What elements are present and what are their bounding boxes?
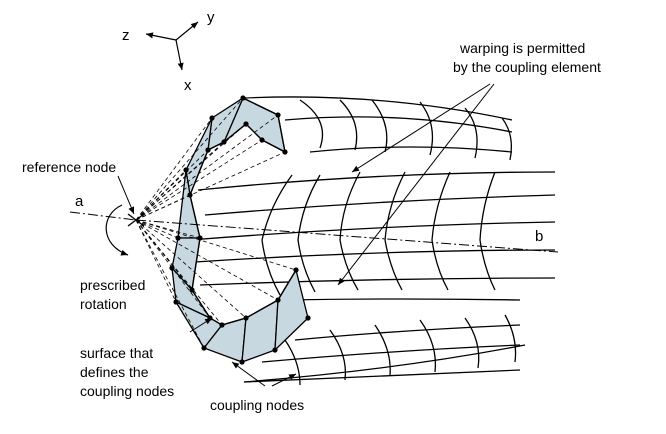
reference-node-marker [127, 213, 145, 227]
coupling-nodes-label: coupling nodes [210, 397, 304, 413]
axis-x-label: x [184, 77, 192, 94]
axis-y-label: y [207, 9, 215, 26]
coupling-constraint-lines [135, 97, 297, 349]
surface-label-line2: defines the [80, 364, 149, 380]
axis-z-label: z [122, 27, 130, 44]
prescribed-rotation-line2: rotation [80, 296, 127, 312]
warping-label-line1: warping is permitted [459, 40, 585, 56]
warping-label-line2: by the coupling element [453, 59, 601, 75]
axis-point-a-label: a [75, 193, 84, 210]
rotation-arrow [105, 204, 129, 256]
reference-node-label: reference node [22, 159, 116, 175]
axis-triad [145, 21, 199, 71]
surface-label-line1: surface that [80, 345, 153, 361]
prescribed-rotation-line1: prescribed [80, 277, 145, 293]
rotation-axis-line [69, 211, 559, 253]
coupling-surface [171, 96, 309, 363]
surface-label-line3: coupling nodes [80, 383, 174, 399]
leader-lines [117, 83, 495, 387]
axis-point-b-label: b [535, 228, 543, 245]
